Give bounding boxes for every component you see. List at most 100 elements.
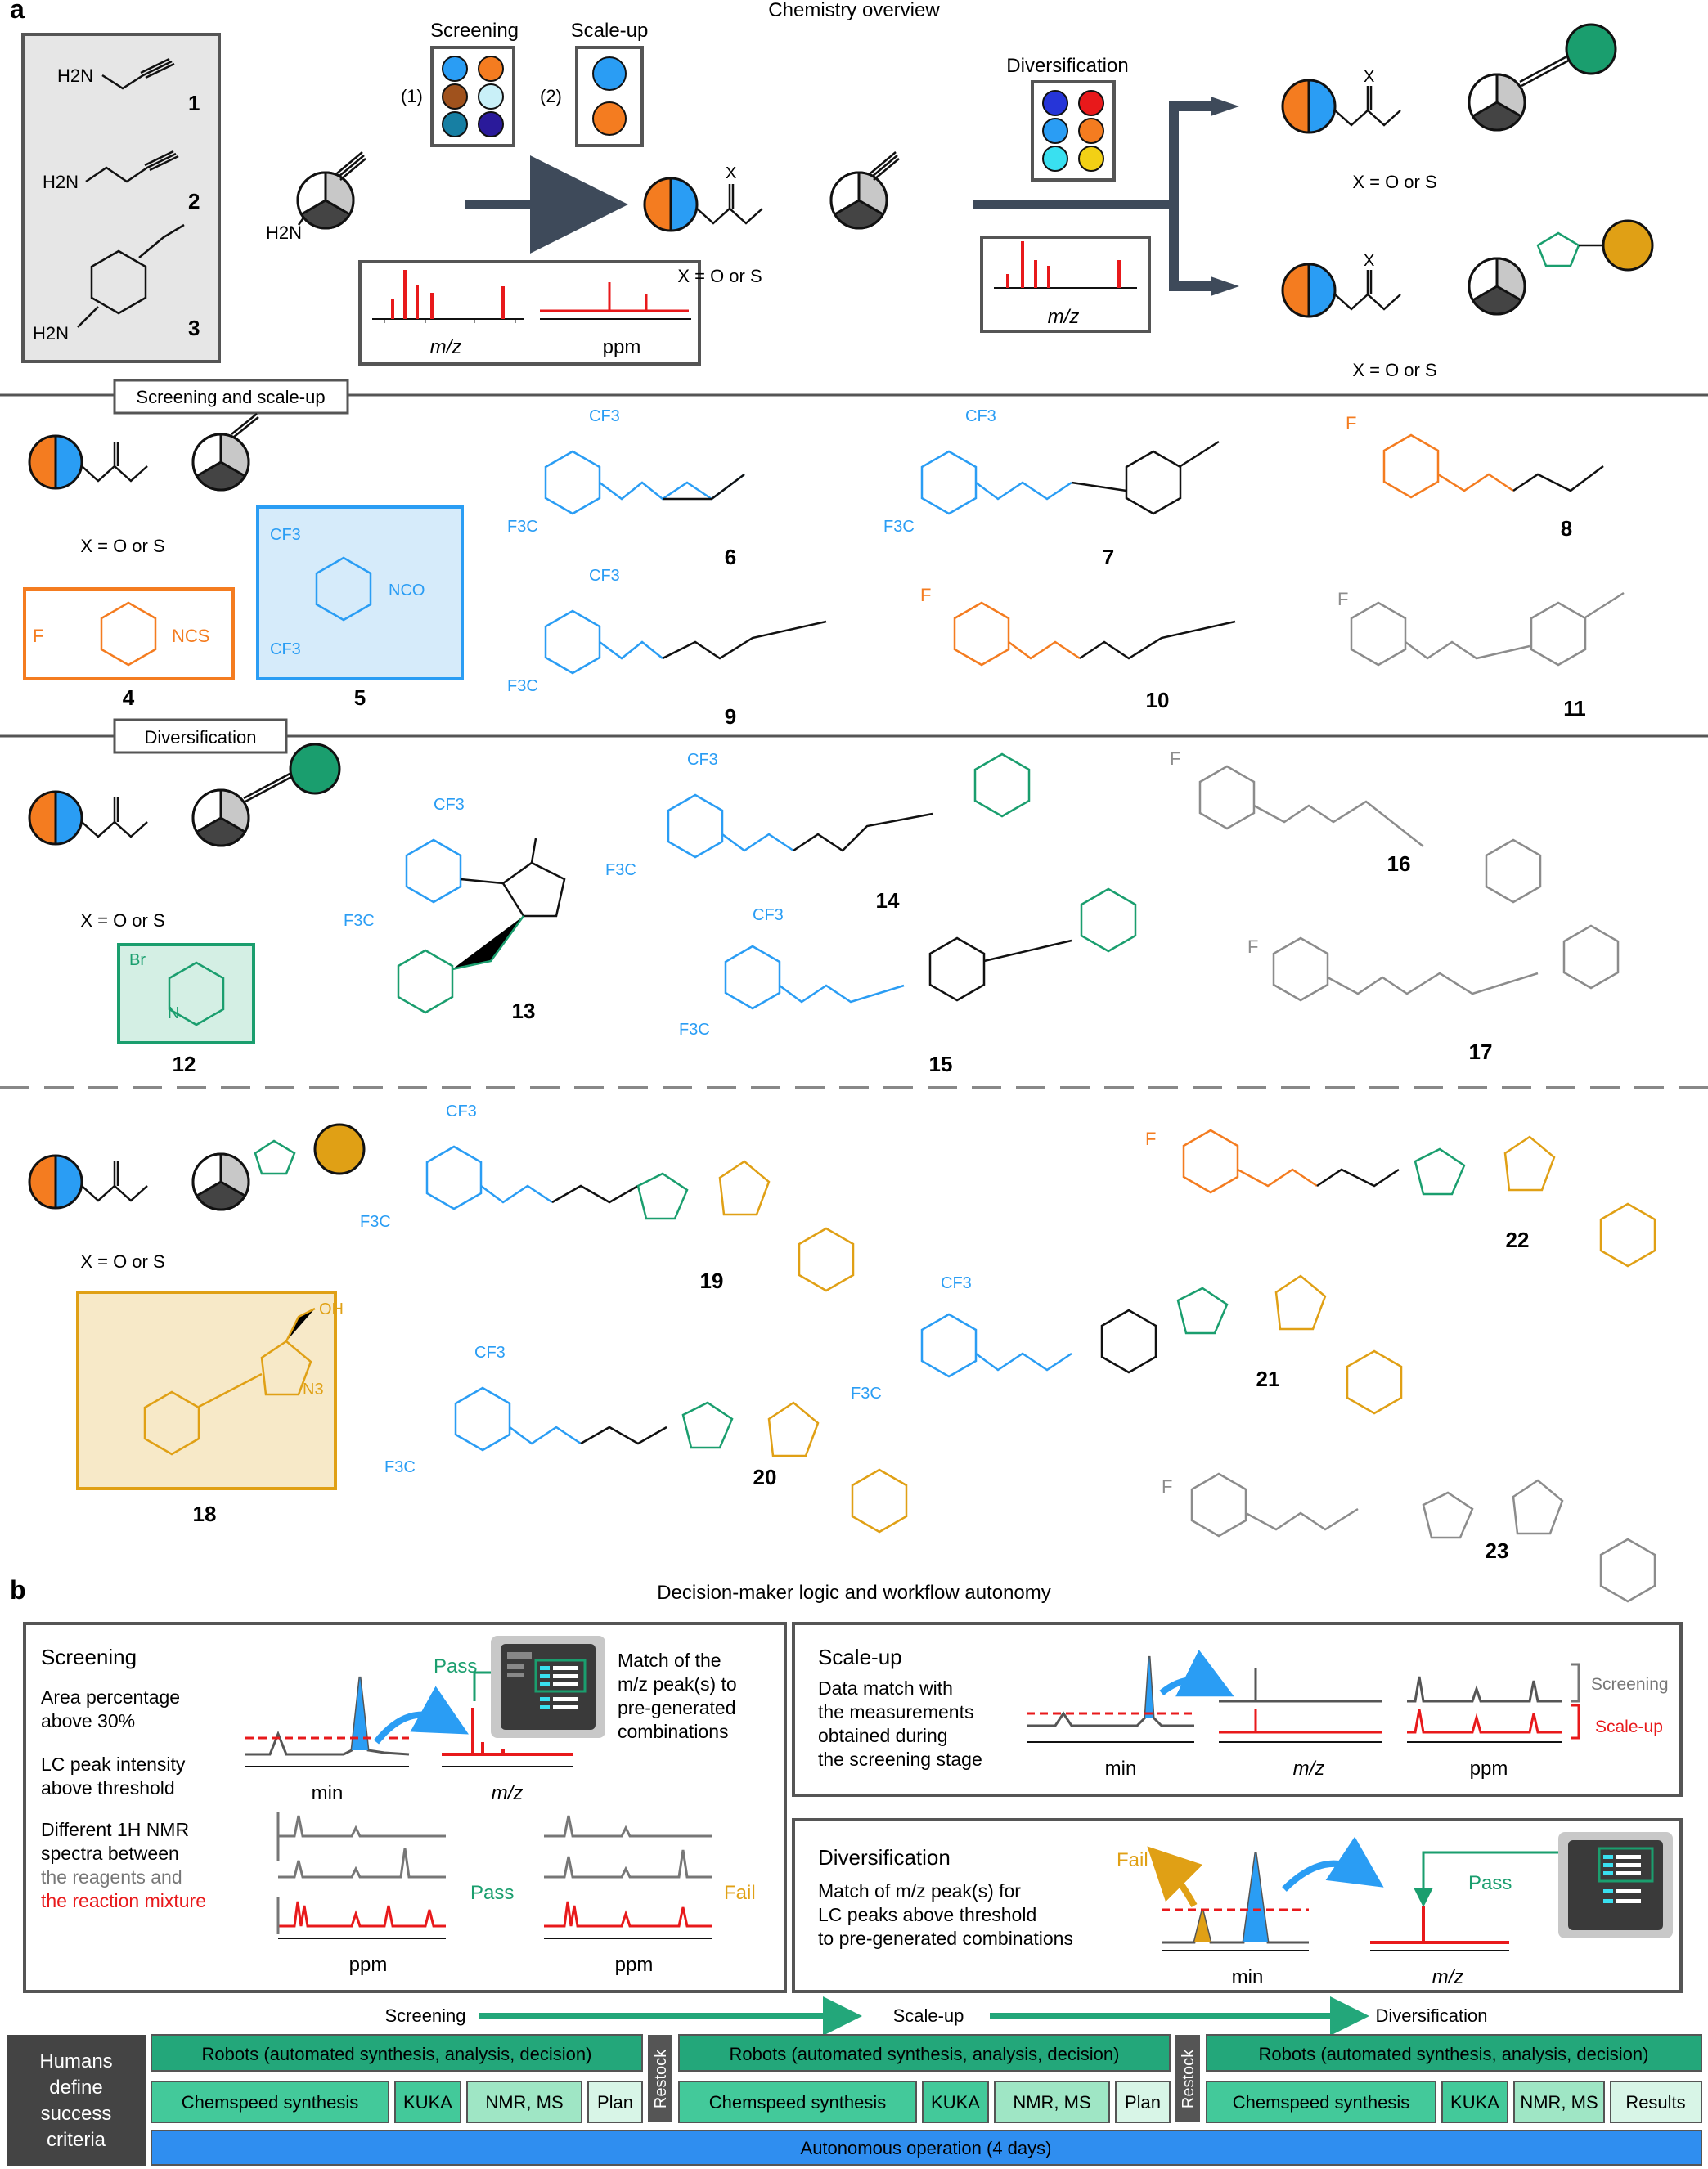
workflow-stage-3: Robots (automated synthesis, analysis, d… (1206, 2034, 1702, 2123)
product-wheel-icon (829, 171, 888, 230)
svg-text:Scale-up: Scale-up (1595, 1718, 1663, 1736)
svg-text:the reagents and: the reagents and (41, 1866, 182, 1888)
compound-8: F 8 (1346, 413, 1604, 541)
svg-text:NMR, MS: NMR, MS (1520, 2092, 1598, 2113)
compound-11: F 11 (1337, 589, 1625, 721)
svg-text:spectra between: spectra between (41, 1843, 179, 1864)
svg-text:7: 7 (1103, 545, 1114, 569)
branch-arrow-icon (1211, 97, 1239, 296)
triazole-icon (1536, 231, 1580, 267)
svg-text:Fail: Fail (1117, 1849, 1148, 1871)
product-half-circle-icon (643, 177, 699, 232)
product-bottom-half-icon (1281, 263, 1337, 318)
svg-text:CF3: CF3 (589, 567, 620, 585)
flow-diversification: Diversification (1376, 2005, 1488, 2026)
svg-text:Br: Br (129, 951, 146, 969)
compound-3-label: 3 (188, 316, 200, 340)
svg-text:Match of m/z peak(s) for: Match of m/z peak(s) for (818, 1880, 1021, 1902)
reagent-5-cf3: CF3 (270, 526, 301, 544)
svg-text:Chemspeed synthesis: Chemspeed synthesis (182, 2092, 358, 2113)
svg-text:Robots (automated synthesis, a: Robots (automated synthesis, analysis, d… (1259, 2044, 1649, 2064)
svg-text:F3C: F3C (605, 861, 636, 879)
svg-text:CF3: CF3 (941, 1274, 972, 1292)
svg-text:success: success (41, 2103, 112, 2125)
panel-a-label: a (10, 0, 25, 24)
svg-text:ppm: ppm (349, 1954, 388, 1976)
svg-text:LC peaks above threshold: LC peaks above threshold (818, 1904, 1036, 1925)
svg-text:F: F (1162, 1476, 1172, 1497)
compound-2-label: 2 (188, 189, 200, 213)
svg-text:Area percentage: Area percentage (41, 1686, 180, 1708)
div-computer-screen-icon (1558, 1832, 1673, 1938)
svg-text:above threshold: above threshold (41, 1777, 175, 1799)
svg-text:obtained during: obtained during (818, 1725, 948, 1746)
svg-text:combinations: combinations (618, 1721, 729, 1742)
amine-3-nh2: H2N (33, 323, 69, 344)
diversification-logic-box: Diversification Match of m/z peak(s) for… (792, 1818, 1683, 1993)
dv-half-icon (28, 790, 83, 846)
ms-nmr-spectrum-box: m/z ppm (358, 260, 701, 366)
label-18: 18 (193, 1502, 217, 1526)
svg-text:F3C: F3C (384, 1458, 416, 1476)
svg-text:to pre-generated combinations: to pre-generated combinations (818, 1928, 1073, 1949)
ck-wheel-icon (191, 1152, 250, 1211)
flow-scaleup: Scale-up (893, 2005, 964, 2026)
spectrum-mz-label: m/z (430, 336, 462, 358)
svg-text:min: min (1232, 1966, 1264, 1988)
svg-text:14: 14 (876, 888, 900, 913)
div-spectrum-mz-label: m/z (1048, 306, 1080, 328)
svg-text:Plan: Plan (1125, 2092, 1161, 2113)
svg-text:CF3: CF3 (446, 1102, 477, 1120)
svg-text:23: 23 (1486, 1538, 1509, 1563)
reagent-5-nco: NCO (389, 582, 425, 600)
svg-text:define: define (49, 2077, 102, 2099)
svg-text:Screening: Screening (41, 1645, 137, 1669)
step-1-label: (1) (401, 86, 423, 106)
svg-text:19: 19 (700, 1269, 724, 1293)
amine-1-nh2: H2N (57, 65, 93, 86)
compound-23: F 23 (1162, 1472, 1656, 1603)
compound-7: CF3 F3C 7 (883, 407, 1220, 569)
svg-text:Screening: Screening (1591, 1675, 1669, 1694)
svg-text:CF3: CF3 (965, 407, 996, 425)
svg-text:Plan: Plan (597, 2092, 633, 2113)
svg-text:CF3: CF3 (687, 751, 718, 769)
spectrum-ppm-label: ppm (603, 336, 641, 358)
svg-text:Autonomous operation (4 days): Autonomous operation (4 days) (801, 2138, 1052, 2158)
computer-screen-icon (491, 1636, 605, 1738)
svg-text:CF3: CF3 (753, 906, 784, 924)
svg-text:F3C: F3C (507, 677, 538, 695)
compound-10: F 10 (920, 585, 1236, 712)
svg-text:ppm: ppm (1470, 1758, 1508, 1780)
sc-wheel-icon (191, 433, 250, 492)
product-bottom-x: X (1364, 252, 1374, 270)
svg-text:21: 21 (1256, 1367, 1280, 1391)
compound-6: CF3 F3C 6 (507, 407, 745, 569)
compound-15: CF3 F3C 15 (679, 887, 1137, 1076)
product-x-or: X = O or S (677, 266, 762, 286)
amine-wheel-nh2: H2N (266, 222, 302, 243)
svg-text:Restock: Restock (652, 2049, 670, 2108)
screening-plate-icon (430, 46, 515, 147)
svg-text:NMR, MS: NMR, MS (485, 2092, 563, 2113)
diversification-tag: Diversification (145, 727, 257, 748)
dv-green-circle-icon (289, 743, 341, 795)
svg-text:CF3: CF3 (434, 796, 465, 814)
svg-text:min: min (312, 1782, 344, 1804)
svg-text:min: min (1105, 1758, 1137, 1780)
svg-text:15: 15 (929, 1052, 953, 1076)
svg-text:17: 17 (1469, 1040, 1493, 1064)
svg-text:F3C: F3C (883, 518, 915, 536)
svg-text:Chemspeed synthesis: Chemspeed synthesis (1233, 2092, 1409, 2113)
svg-text:10: 10 (1146, 688, 1170, 712)
restock-2: Restock (1175, 2035, 1200, 2122)
compound-14: CF3 F3C 14 (605, 751, 1031, 913)
svg-text:Humans: Humans (39, 2050, 112, 2072)
svg-text:22: 22 (1506, 1228, 1530, 1252)
screening-label: Screening (430, 20, 519, 42)
svg-text:CF3: CF3 (589, 407, 620, 425)
svg-text:8: 8 (1561, 516, 1572, 541)
svg-text:9: 9 (725, 704, 736, 729)
svg-text:Different 1H NMR: Different 1H NMR (41, 1819, 189, 1840)
screening-logic-box: Screening Area percentage above 30% LC p… (23, 1622, 787, 1993)
